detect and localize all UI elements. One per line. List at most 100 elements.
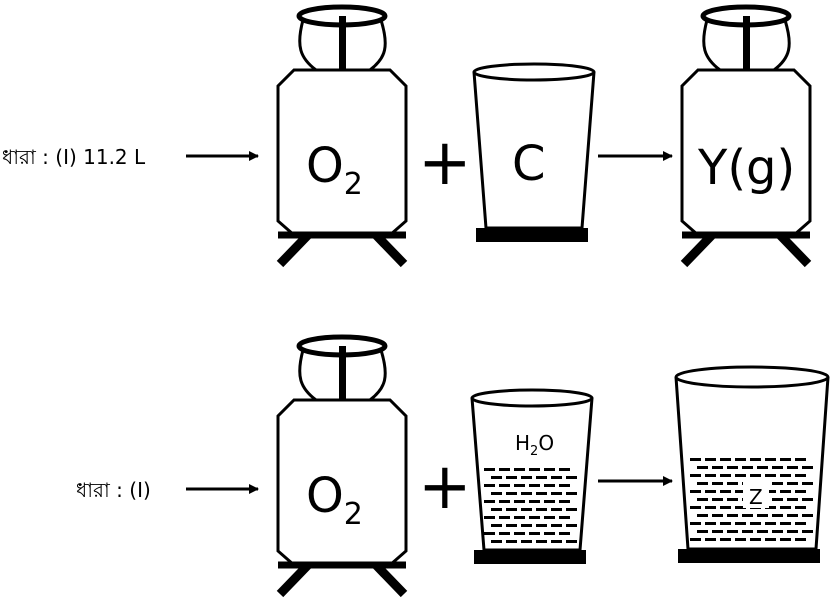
- liquid-dash: [720, 490, 731, 493]
- liquid-dash: [536, 492, 547, 495]
- liquid-dash: [765, 490, 776, 493]
- liquid-dash: [521, 476, 532, 479]
- row2-plus: +: [418, 450, 472, 524]
- liquid-dash: [484, 532, 495, 535]
- liquid-dash: [690, 506, 701, 509]
- carbon-cup: C: [472, 62, 596, 242]
- beaker-formula: H2O: [515, 431, 554, 459]
- liquid-dash: [514, 484, 525, 487]
- liquid-dash: [544, 484, 555, 487]
- liquid-dash: [780, 474, 791, 477]
- liquid-dash: [536, 540, 547, 543]
- liquid-dash: [690, 538, 701, 541]
- liquid-dash: [499, 484, 510, 487]
- liquid-dash: [566, 524, 577, 527]
- liquid-dash: [735, 538, 746, 541]
- liquid-dash: [491, 492, 502, 495]
- liquid-dash: [795, 474, 806, 477]
- liquid-dash: [735, 490, 746, 493]
- liquid-dash: [802, 530, 813, 533]
- liquid-dash: [750, 538, 761, 541]
- oxygen-cylinder-2: O2: [276, 334, 408, 598]
- liquid-dash: [690, 474, 701, 477]
- z-label: Z: [749, 485, 763, 509]
- liquid-dash: [536, 476, 547, 479]
- product-beaker-z: Z: [674, 365, 830, 563]
- liquid-dash: [727, 514, 738, 517]
- liquid-dash: [795, 538, 806, 541]
- liquid-dash: [780, 506, 791, 509]
- liquid-dash: [735, 474, 746, 477]
- liquid-dash: [566, 492, 577, 495]
- liquid-dash: [551, 476, 562, 479]
- liquid-dash: [484, 484, 495, 487]
- liquid-dash: [712, 482, 723, 485]
- product-cylinder-y: Y(g): [680, 4, 812, 268]
- liquid-dash: [787, 466, 798, 469]
- liquid-dash: [491, 508, 502, 511]
- liquid-dash: [521, 492, 532, 495]
- liquid-dash: [757, 514, 768, 517]
- liquid-dash: [559, 516, 570, 519]
- liquid-dash: [795, 490, 806, 493]
- liquid-dash: [742, 530, 753, 533]
- liquid-dash: [506, 476, 517, 479]
- liquid-dash: [727, 466, 738, 469]
- liquid-dash: [551, 508, 562, 511]
- liquid-dash: [720, 522, 731, 525]
- liquid-dash: [544, 468, 555, 471]
- liquid-dash: [765, 474, 776, 477]
- liquid-dash: [712, 498, 723, 501]
- liquid-dash: [772, 466, 783, 469]
- liquid-dash: [491, 540, 502, 543]
- liquid-dash: [787, 530, 798, 533]
- liquid-dash: [712, 530, 723, 533]
- liquid-dash: [506, 524, 517, 527]
- liquid-dash: [566, 540, 577, 543]
- liquid-dash: [551, 540, 562, 543]
- liquid-dash: [521, 540, 532, 543]
- liquid-dash: [514, 468, 525, 471]
- liquid-dash: [795, 458, 806, 461]
- liquid-dash: [566, 508, 577, 511]
- liquid-dash: [705, 538, 716, 541]
- row2-label: ধারা : (I): [76, 478, 151, 502]
- liquid-dash: [780, 538, 791, 541]
- cup-label: C: [512, 136, 546, 192]
- liquid-dash: [742, 514, 753, 517]
- liquid-dash: [697, 514, 708, 517]
- liquid-dash: [690, 458, 701, 461]
- liquid-dash: [795, 522, 806, 525]
- liquid-dash: [720, 474, 731, 477]
- row1-label: ধারা : (I) 11.2 L: [2, 145, 146, 169]
- liquid-dash: [802, 498, 813, 501]
- liquid-dash: [529, 516, 540, 519]
- row1-plus: +: [418, 126, 472, 200]
- liquid-dash: [551, 492, 562, 495]
- liquid-dash: [514, 516, 525, 519]
- liquid-dash: [802, 466, 813, 469]
- liquid-dash: [705, 522, 716, 525]
- liquid-dash: [514, 500, 525, 503]
- liquid-dash: [787, 498, 798, 501]
- liquid-dash: [727, 530, 738, 533]
- liquid-dash: [559, 500, 570, 503]
- liquid-dash: [499, 516, 510, 519]
- liquid-dash: [772, 530, 783, 533]
- liquid-dash: [536, 508, 547, 511]
- liquid-dash: [521, 508, 532, 511]
- liquid-dash: [727, 498, 738, 501]
- liquid-dash: [750, 458, 761, 461]
- liquid-dash: [705, 474, 716, 477]
- liquid-dash: [491, 524, 502, 527]
- liquid-dash: [499, 468, 510, 471]
- liquid-dash: [690, 490, 701, 493]
- liquid-dash: [484, 516, 495, 519]
- liquid-dash: [499, 500, 510, 503]
- liquid-dash: [735, 522, 746, 525]
- oxygen-cylinder-1: O2: [276, 4, 408, 268]
- liquid-dash: [551, 524, 562, 527]
- liquid-dash: [697, 498, 708, 501]
- liquid-dash: [529, 532, 540, 535]
